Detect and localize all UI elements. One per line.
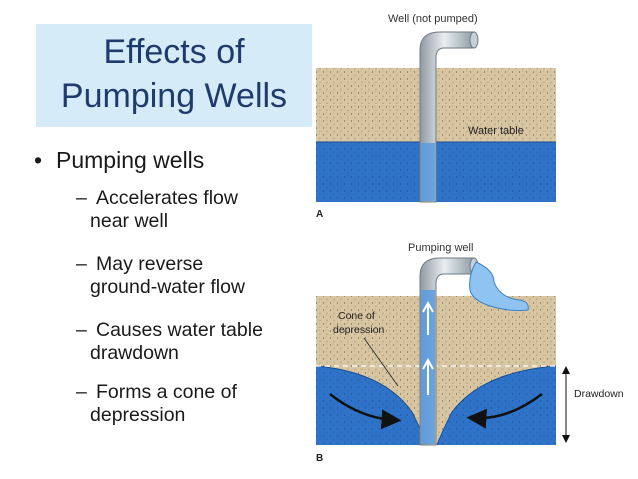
- pipe-outlet: [469, 31, 479, 49]
- water-in-well: [421, 143, 435, 201]
- subbullet-line2: depression: [90, 404, 186, 426]
- discharge-water: [469, 261, 529, 311]
- subbullet-line2: drawdown: [90, 342, 179, 364]
- dimension-arrow-up-icon: [562, 366, 570, 374]
- up-arrow-icon: [422, 357, 434, 395]
- subbullet: –May reverse ground-water flow: [76, 253, 245, 299]
- dash-icon: –: [76, 187, 87, 209]
- subbullet-line1: Forms a cone of: [96, 381, 237, 403]
- bullet-main: • Pumping wells: [34, 147, 204, 174]
- cone-label-line-2: depression: [333, 324, 385, 336]
- dash-icon: –: [76, 253, 87, 275]
- subbullet-line1: May reverse: [96, 253, 204, 275]
- diagram-b: Cone of depression Drawdown Pumping well…: [315, 242, 624, 464]
- water-table-label: Water table: [468, 125, 524, 137]
- up-arrow-icon: [422, 300, 434, 335]
- diagram-a: Well (not pumped) Water table A: [316, 13, 556, 220]
- subbullet-line2: ground-water flow: [90, 276, 245, 298]
- title-box: Effects of Pumping Wells: [36, 24, 312, 127]
- drawdown-label: Drawdown: [574, 388, 624, 400]
- slide-title-line-1: Effects of: [103, 33, 245, 71]
- panel-b-letter: B: [316, 453, 323, 464]
- bullet-main-text: Pumping wells: [56, 147, 205, 173]
- flow-arrow-left-icon: [329, 393, 402, 430]
- well-not-pumped-label: Well (not pumped): [388, 13, 478, 25]
- subbullet: –Causes water table drawdown: [76, 319, 263, 365]
- flow-arrow-right-icon: [466, 393, 543, 429]
- slide-title-line-2: Pumping Wells: [60, 77, 288, 115]
- dash-icon: –: [76, 381, 87, 403]
- subbullet-line1: Accelerates flow: [96, 187, 238, 209]
- subbullet: –Accelerates flow near well: [76, 187, 238, 233]
- subbullet: –Forms a cone of depression: [76, 381, 237, 427]
- cone-label-line-1: Cone of: [338, 310, 375, 322]
- cone-label-pointer: [363, 337, 399, 387]
- subbullet-line1: Causes water table: [96, 319, 263, 341]
- bullet-dot-icon: •: [34, 147, 43, 173]
- subbullet-line2: near well: [90, 210, 169, 232]
- pumping-well-label: Pumping well: [408, 242, 473, 254]
- dimension-arrow-down-icon: [562, 435, 570, 443]
- dash-icon: –: [76, 319, 87, 341]
- panel-a-letter: A: [316, 209, 323, 220]
